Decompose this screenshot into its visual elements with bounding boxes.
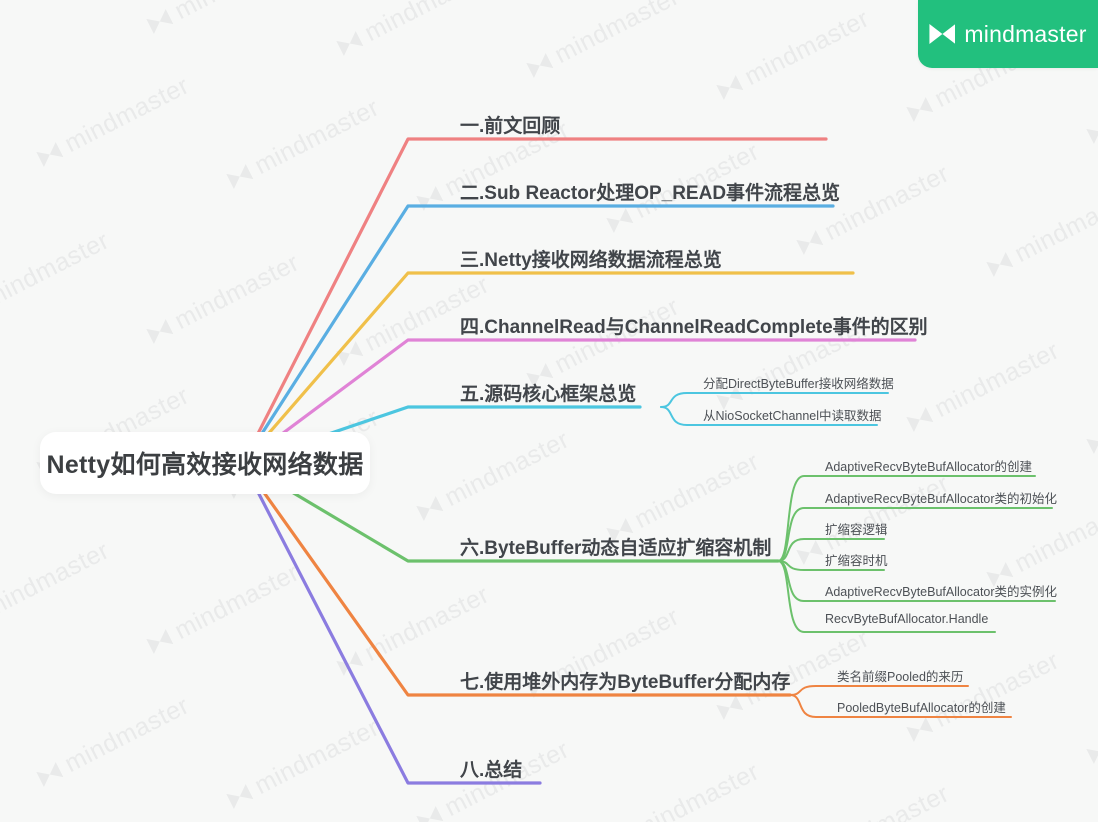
root-node-label: Netty如何高效接收网络数据: [46, 451, 364, 479]
topic-node-3[interactable]: 三.Netty接收网络数据流程总览: [456, 245, 726, 276]
topic-node-5[interactable]: 五.源码核心框架总览: [456, 379, 640, 410]
branch-line: [777, 475, 1036, 562]
topic-node-label: 四.ChannelRead与ChannelReadComplete事件的区别: [460, 317, 928, 338]
topic-node-4[interactable]: 四.ChannelRead与ChannelReadComplete事件的区别: [456, 312, 932, 343]
branch-line: [241, 137, 828, 465]
subtopic-node-label: 扩缩容时机: [825, 554, 888, 568]
topic-node-8[interactable]: 八.总结: [456, 755, 526, 786]
topic-node-label: 六.ByteBuffer动态自适应扩缩容机制: [460, 538, 772, 559]
subtopic-node[interactable]: 分配DirectByteBuffer接收网络数据: [700, 373, 897, 395]
topic-node-label: 二.Sub Reactor处理OP_READ事件流程总览: [460, 183, 841, 204]
topic-node-label: 八.总结: [460, 760, 523, 781]
topic-node-2[interactable]: 二.Sub Reactor处理OP_READ事件流程总览: [456, 178, 844, 209]
topic-node-7[interactable]: 七.使用堆外内存为ByteBuffer分配内存: [456, 667, 794, 698]
mindmaster-logo-icon: [929, 24, 956, 44]
subtopic-node[interactable]: PooledByteBufAllocator的创建: [834, 697, 1009, 719]
root-node[interactable]: Netty如何高效接收网络数据: [40, 432, 370, 494]
subtopic-node-label: 分配DirectByteBuffer接收网络数据: [703, 377, 894, 391]
subtopic-node-label: AdaptiveRecvByteBufAllocator类的实例化: [825, 585, 1058, 599]
topic-node-6[interactable]: 六.ByteBuffer动态自适应扩缩容机制: [456, 533, 775, 564]
subtopic-node[interactable]: 类名前缀Pooled的来历: [834, 666, 966, 688]
subtopic-node-label: 从NioSocketChannel中读取数据: [703, 409, 882, 423]
topic-node-label: 一.前文回顾: [460, 116, 561, 137]
subtopic-node[interactable]: 扩缩容逻辑: [822, 519, 891, 541]
brand-label: mindmaster: [964, 20, 1087, 47]
branch-line: [777, 507, 1053, 562]
subtopic-node[interactable]: 扩缩容时机: [822, 550, 891, 572]
topic-node-label: 五.源码核心框架总览: [460, 384, 637, 405]
topic-node-label: 七.使用堆外内存为ByteBuffer分配内存: [460, 672, 791, 693]
branch-line: [660, 406, 878, 426]
subtopic-node[interactable]: AdaptiveRecvByteBufAllocator的创建: [822, 456, 1035, 478]
subtopic-node[interactable]: AdaptiveRecvByteBufAllocator类的实例化: [822, 581, 1060, 603]
subtopic-node-label: RecvByteBufAllocator.Handle: [825, 612, 989, 626]
branch-line: [777, 538, 885, 562]
branch-line: [241, 461, 780, 563]
branch-line: [241, 461, 792, 697]
topic-node-label: 三.Netty接收网络数据流程总览: [460, 250, 722, 271]
branch-line: [241, 461, 542, 785]
subtopic-node-label: 类名前缀Pooled的来历: [837, 670, 964, 684]
branch-line: [777, 560, 996, 633]
branch-line: [789, 694, 1012, 718]
subtopic-node[interactable]: 从NioSocketChannel中读取数据: [700, 405, 885, 427]
subtopic-node-label: AdaptiveRecvByteBufAllocator的创建: [825, 460, 1033, 474]
subtopic-node-label: PooledByteBufAllocator的创建: [837, 701, 1006, 715]
subtopic-node[interactable]: RecvByteBufAllocator.Handle: [822, 612, 991, 629]
subtopic-node-label: AdaptiveRecvByteBufAllocator类的初始化: [825, 492, 1058, 506]
subtopic-node[interactable]: AdaptiveRecvByteBufAllocator类的初始化: [822, 488, 1060, 510]
branch-line: [241, 271, 855, 465]
branch-line: [241, 338, 917, 465]
topic-node-1[interactable]: 一.前文回顾: [456, 111, 564, 142]
subtopic-node-label: 扩缩容逻辑: [825, 523, 888, 537]
mindmaster-logo-badge: mindmaster: [918, 0, 1098, 68]
branch-line: [241, 405, 642, 465]
